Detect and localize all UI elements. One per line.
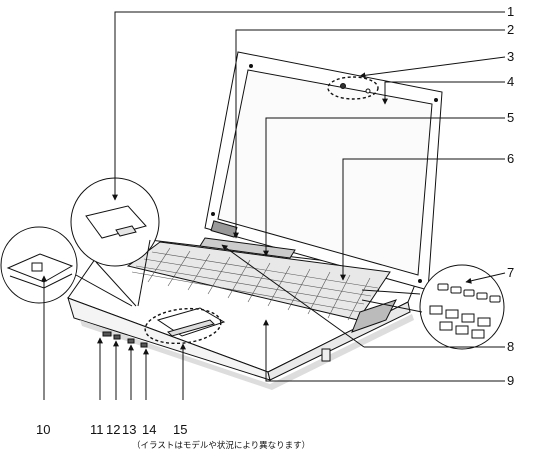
laptop-illustration <box>67 51 443 390</box>
callout-9: 9 <box>507 373 514 388</box>
speaker-grille <box>199 237 296 259</box>
leader-lines <box>41 11 506 400</box>
callout-6: 6 <box>507 151 514 166</box>
front-port-3 <box>127 338 135 344</box>
touchpad-buttons <box>167 319 215 337</box>
front-port-4 <box>140 342 148 348</box>
callout-13: 13 <box>122 422 136 437</box>
callout-8: 8 <box>507 339 514 354</box>
callout-1: 1 <box>507 4 514 19</box>
front-port-2 <box>113 334 121 340</box>
callout-15: 15 <box>173 422 187 437</box>
illustration-caption: （イラストはモデルや状況により異なります） <box>132 440 310 451</box>
display-screen <box>217 69 433 276</box>
side-latch <box>321 348 331 362</box>
camera-lens <box>340 83 346 89</box>
callout-labels: 1 2 3 4 5 6 7 8 9 10 11 12 13 14 15 <box>36 4 514 437</box>
callout-3: 3 <box>507 49 514 64</box>
callout-4: 4 <box>507 74 514 89</box>
front-port-1 <box>102 331 112 337</box>
callout-10: 10 <box>36 422 50 437</box>
touchpad-highlight-ring <box>144 307 222 345</box>
keyboard-keys <box>131 247 379 321</box>
callout-7: 7 <box>507 265 514 280</box>
callout-5: 5 <box>507 110 514 125</box>
callout-12: 12 <box>106 422 120 437</box>
zoom-left <box>0 226 133 307</box>
callout-2: 2 <box>507 22 514 37</box>
zoom-right <box>361 264 505 350</box>
callout-14: 14 <box>142 422 156 437</box>
laptop-shadow <box>80 314 414 390</box>
callout-11: 11 <box>90 422 104 437</box>
camera-indicator <box>365 88 371 94</box>
camera-highlight-ring <box>327 76 379 100</box>
